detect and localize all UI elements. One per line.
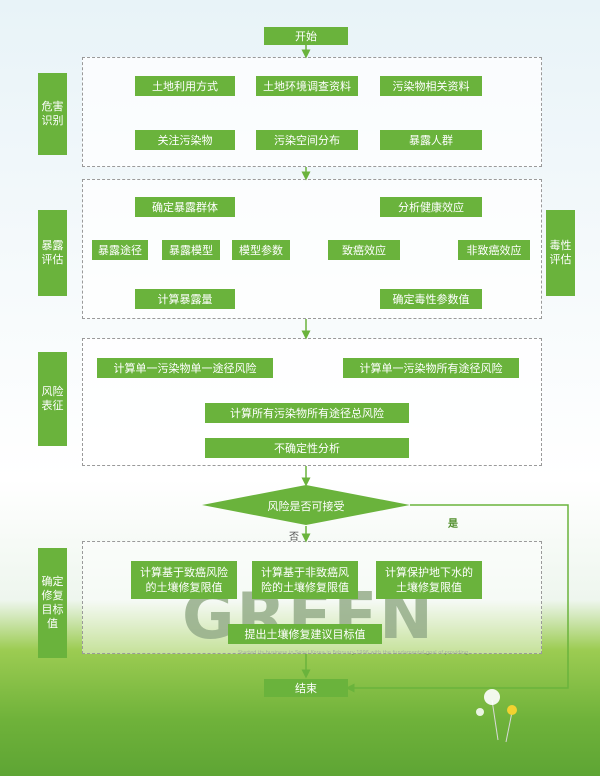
soil-survey-box: 土地环境调查资料 [256,76,358,96]
end-node: 结束 [264,679,348,697]
propose-target-box: 提出土壤修复建议目标值 [228,624,382,644]
concern-pollutant-box: 关注污染物 [135,130,235,150]
tox-params-box: 确定毒性参数值 [380,289,482,309]
determine-group-box: 确定暴露群体 [135,197,235,217]
health-effect-box: 分析健康效应 [380,197,482,217]
spatial-distribution-box: 污染空间分布 [256,130,358,150]
decision-no: 否 [289,532,299,543]
exposed-population-box: 暴露人群 [380,130,482,150]
noncarc-limit-box: 计算基于非致癌风 险的土壤修复限值 [252,561,358,599]
single-single-risk-box: 计算单一污染物单一途径风险 [97,358,273,378]
groundwater-limit-box: 计算保护地下水的 土壤修复限值 [376,561,482,599]
section-toxicity-label: 毒性评估 [546,210,575,296]
section-hazard-label: 危害识别 [38,73,67,155]
land-use-box: 土地利用方式 [135,76,235,96]
pathway-box: 暴露途径 [92,240,148,260]
carc-limit-box: 计算基于致癌风险 的土壤修复限值 [131,561,237,599]
params-box: 模型参数 [232,240,290,260]
pollutant-info-box: 污染物相关资料 [380,76,482,96]
calc-exposure-box: 计算暴露量 [135,289,235,309]
noncarcinogenic-box: 非致癌效应 [458,240,530,260]
uncertainty-box: 不确定性分析 [205,438,409,458]
section-target-label: 确定修复目标值 [38,548,67,658]
start-node: 开始 [264,27,348,45]
decision-question: 风险是否可接受 [267,500,345,513]
single-all-risk-box: 计算单一污染物所有途径风险 [343,358,519,378]
section-risk-label: 风险表征 [38,352,67,446]
model-box: 暴露模型 [162,240,220,260]
section-exposure-label: 暴露评估 [38,210,67,296]
carcinogenic-box: 致癌效应 [328,240,400,260]
all-all-risk-box: 计算所有污染物所有途径总风险 [205,403,409,423]
decision-yes: 是 [448,519,458,530]
